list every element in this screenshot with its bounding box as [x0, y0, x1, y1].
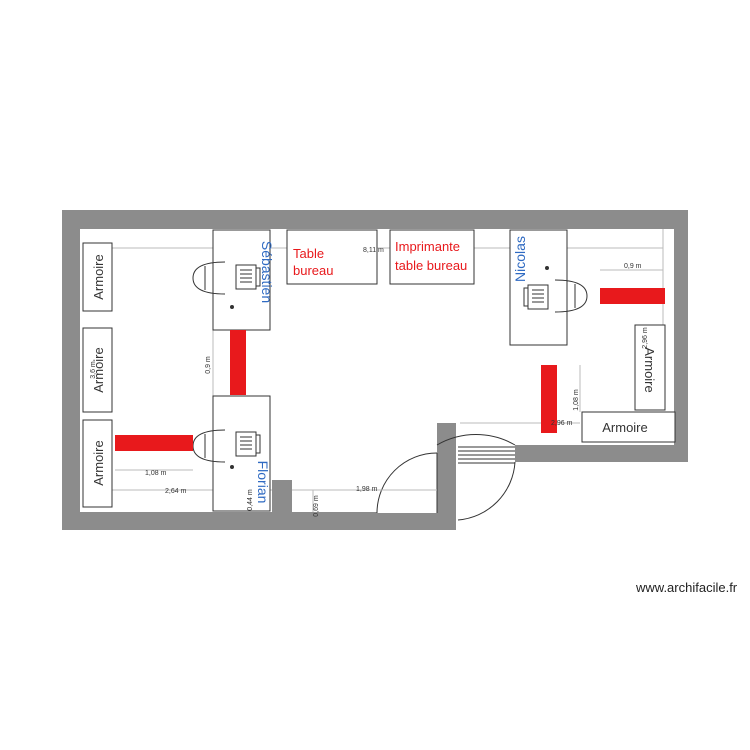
- armoire-left-3: [82, 419, 113, 508]
- dim-left-vertical: 0,9 m: [205, 356, 212, 374]
- person-labels: Sébastien Florian Nicolas: [255, 236, 528, 503]
- dim-bottom-left: 2,64 m: [165, 488, 187, 495]
- armoire-label-3: Armoire: [91, 440, 106, 486]
- dim-corridor-depth: 0,69 m: [313, 495, 320, 517]
- dim-desk-gap: 0,44 m: [247, 489, 254, 511]
- imprimante-line2: table bureau: [395, 258, 467, 273]
- armoire-label-1: Armoire: [91, 254, 106, 300]
- dim-right-gap: 0,9 m: [624, 263, 642, 270]
- laptop-sebastien: [230, 264, 261, 309]
- walls: [62, 210, 688, 530]
- wall-left: [62, 210, 80, 530]
- imprimante-line1: Imprimante: [395, 239, 460, 254]
- dim-corridor-width: 1,98 m: [356, 486, 378, 493]
- armoire-label-5: Armoire: [602, 420, 648, 435]
- door: [376, 434, 516, 521]
- dim-right-red-bar: 1,08 m: [573, 389, 580, 411]
- wall-stub: [272, 480, 292, 530]
- dim-right-horizontal: 2,96 m: [551, 420, 573, 427]
- chair-nicolas: [554, 279, 588, 313]
- label-sebastien: Sébastien: [259, 241, 275, 303]
- red-blocks: [115, 288, 665, 451]
- door-steps: [458, 446, 515, 464]
- armoires: [82, 242, 676, 508]
- laptop-nicolas: [523, 266, 549, 310]
- label-nicolas: Nicolas: [512, 236, 528, 282]
- wall-right: [674, 210, 688, 462]
- wall-bottom-mid: [292, 512, 377, 530]
- armoire-left-2: [82, 327, 113, 413]
- laptops: [230, 264, 549, 469]
- laptop-florian: [230, 431, 261, 469]
- armoire-right-1: [634, 324, 666, 411]
- red-block-middle: [230, 330, 246, 395]
- table-bureau-line2: bureau: [293, 263, 333, 278]
- door-swing-arc-2: [376, 452, 438, 514]
- armoire-right-2: [581, 411, 676, 443]
- door-swing-arc: [436, 434, 516, 446]
- wall-right-bottom: [515, 445, 688, 462]
- armoire-label-2: Armoire: [91, 347, 106, 393]
- wall-door-jamb: [437, 423, 456, 530]
- dimension-labels: 8,11 m 0,9 m 0,9 m 3,6 m 1,08 m 2,64 m 0…: [90, 247, 649, 517]
- dim-top-length: 8,11 m: [363, 247, 384, 254]
- dim-right-armoire: 2,96 m: [642, 327, 649, 349]
- imprimante-table: [389, 229, 475, 285]
- red-block-right-vertical: [541, 365, 557, 433]
- label-florian: Florian: [255, 461, 271, 504]
- armoire-left-1: [82, 242, 113, 312]
- wall-top: [62, 210, 688, 229]
- wall-bottom-left: [62, 512, 292, 530]
- dim-left-armoire: 3,6 m: [90, 361, 97, 379]
- door-arc-right: [457, 461, 516, 521]
- dim-red-bar-left: 1,08 m: [145, 470, 167, 477]
- red-block-left: [115, 435, 193, 451]
- table-bureau: [286, 229, 378, 285]
- furniture-labels: Armoire Armoire Armoire Armoire Armoire …: [91, 239, 657, 486]
- red-block-top-right: [600, 288, 665, 304]
- armoire-label-4: Armoire: [642, 347, 657, 393]
- watermark: www.archifacile.fr: [636, 580, 738, 595]
- chair-sebastien: [192, 261, 226, 295]
- table-bureau-line1: Table: [293, 246, 324, 261]
